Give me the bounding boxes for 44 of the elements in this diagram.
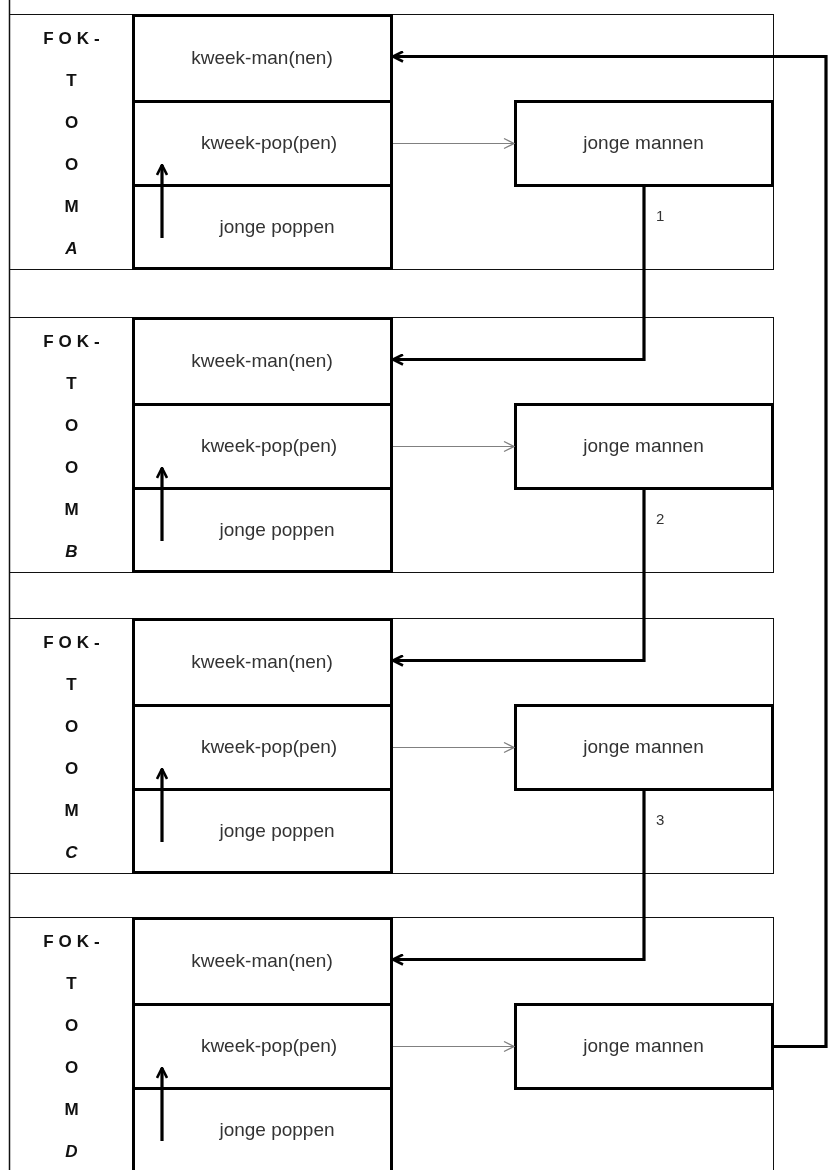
arrow (155, 163, 169, 238)
arrow (155, 466, 169, 541)
cell-text: kweek-pop(pen) (199, 736, 338, 758)
cell-text: jonge poppen (218, 215, 335, 238)
arrow (392, 1040, 515, 1053)
cell-text: jonge poppen (218, 1118, 335, 1141)
vertical-label: FOK- T O O M D (43, 931, 105, 1163)
cell-text: kweek-man(nen) (191, 651, 333, 673)
cell-text: jonge poppen (218, 819, 335, 842)
vertical-label: FOK- T O O M C (43, 632, 105, 864)
vertical-label: FOK- T O O M A (43, 28, 105, 260)
arrow (155, 1066, 169, 1141)
cell-text: kweek-pop(pen) (199, 132, 338, 154)
cell-text: jonge mannen (583, 132, 704, 154)
arrow (392, 137, 515, 150)
arrow (392, 440, 515, 453)
arrow (392, 741, 515, 754)
cell-text: kweek-man(nen) (191, 350, 333, 372)
cell-text: kweek-pop(pen) (199, 1035, 338, 1057)
group-panel (9, 14, 774, 270)
cell-text: kweek-man(nen) (191, 47, 333, 69)
arrow (155, 767, 169, 842)
stack-cell (131, 316, 393, 406)
arrow (391, 490, 646, 667)
process-box (513, 99, 774, 187)
process-box (513, 1002, 774, 1090)
group-panel (9, 917, 774, 1170)
vertical-label: FOK- T O O M B (43, 331, 105, 563)
stack-cell (131, 916, 393, 1006)
arrow (391, 187, 646, 366)
cell-text: jonge mannen (583, 435, 704, 457)
stack-cell (131, 617, 393, 707)
process-box (513, 402, 774, 490)
cell-text: kweek-man(nen) (191, 950, 333, 972)
cell-text: jonge poppen (218, 518, 335, 541)
stack-cell (131, 13, 393, 103)
cell-text: jonge mannen (583, 1035, 704, 1057)
cell-text: jonge mannen (583, 736, 704, 758)
group-panel (9, 317, 774, 573)
arrow (391, 50, 828, 1049)
cell-text: kweek-pop(pen) (199, 435, 338, 457)
group-panel (9, 618, 774, 874)
process-box (513, 703, 774, 791)
arrow (391, 791, 646, 966)
